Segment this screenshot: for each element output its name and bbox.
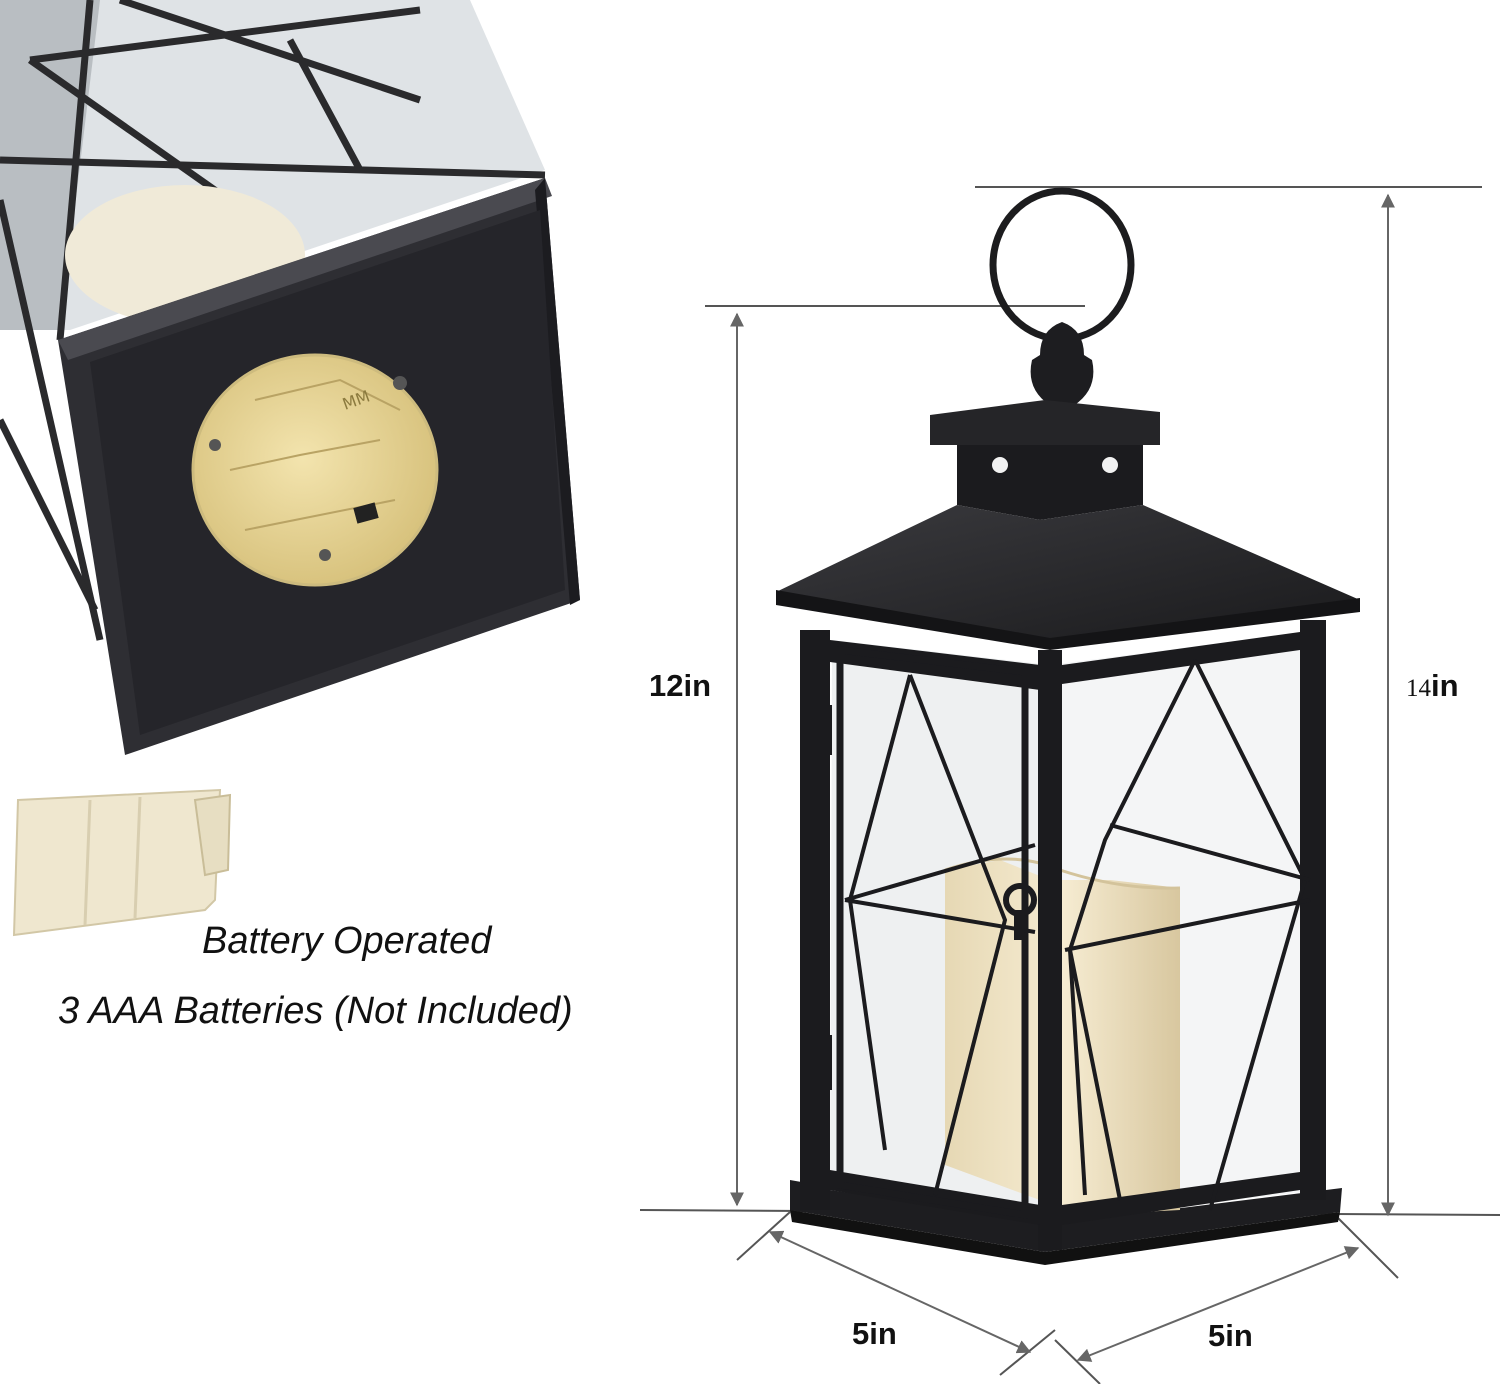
black-metal-lantern-icon xyxy=(776,187,1360,1265)
total-height-unit: in xyxy=(1431,668,1459,703)
total-height-label: 14in xyxy=(1406,668,1459,704)
base-width-left-label: 5in xyxy=(852,1316,897,1351)
batteries-not-included-caption: 3 AAA Batteries (Not Included) xyxy=(58,990,573,1032)
battery-cover-icon xyxy=(12,788,232,937)
total-height-number: 14 xyxy=(1406,675,1431,702)
lantern-bottom-view-icon: MM xyxy=(0,0,580,755)
lantern-height-label: 12in xyxy=(649,668,712,703)
base-width-right-label: 5in xyxy=(1208,1318,1253,1353)
battery-operated-caption: Battery Operated xyxy=(202,920,492,962)
